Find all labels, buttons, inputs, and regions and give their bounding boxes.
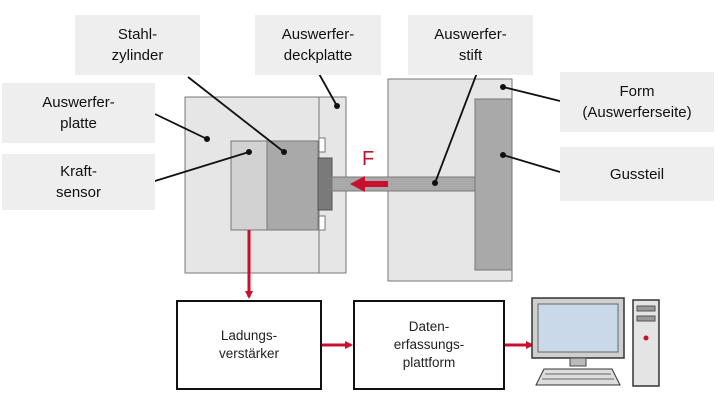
label-auswerferstift: Auswerfer- stift — [408, 15, 533, 75]
label-gussteil: Gussteil — [560, 147, 714, 201]
desktop-computer-icon — [531, 297, 660, 387]
leader-gussteil — [502, 154, 561, 173]
label-auswerferplatte: Auswerfer- platte — [2, 83, 155, 143]
leader-kraftsensor — [154, 151, 250, 182]
pin-head-part — [317, 157, 333, 211]
label-kraftsensor: Kraft- sensor — [2, 154, 155, 210]
flange-bottom — [318, 215, 326, 231]
ladungsverstaerker-box: Ladungs- verstärker — [176, 300, 322, 390]
stahlzylinder-part — [266, 140, 319, 231]
label-auswerferdeckplatte: Auswerfer- deckplatte — [255, 15, 381, 75]
leader-auswerferstift — [434, 64, 481, 184]
leader-auswerferdeckplatte — [317, 71, 338, 107]
force-arrow — [350, 176, 388, 192]
label-stahlzylinder: Stahl- zylinder — [75, 15, 200, 75]
auswerferstift-part — [331, 176, 476, 192]
leader-stahlzylinder — [187, 76, 285, 153]
leader-auswerferplatte — [154, 113, 208, 140]
leader-form — [502, 86, 561, 102]
flange-top — [318, 137, 326, 153]
datenerfassung-box: Daten- erfassungs- plattform — [353, 300, 505, 390]
label-form: Form (Auswerferseite) — [560, 72, 714, 132]
gussteil-part — [474, 98, 513, 271]
force-label: F — [362, 148, 375, 170]
